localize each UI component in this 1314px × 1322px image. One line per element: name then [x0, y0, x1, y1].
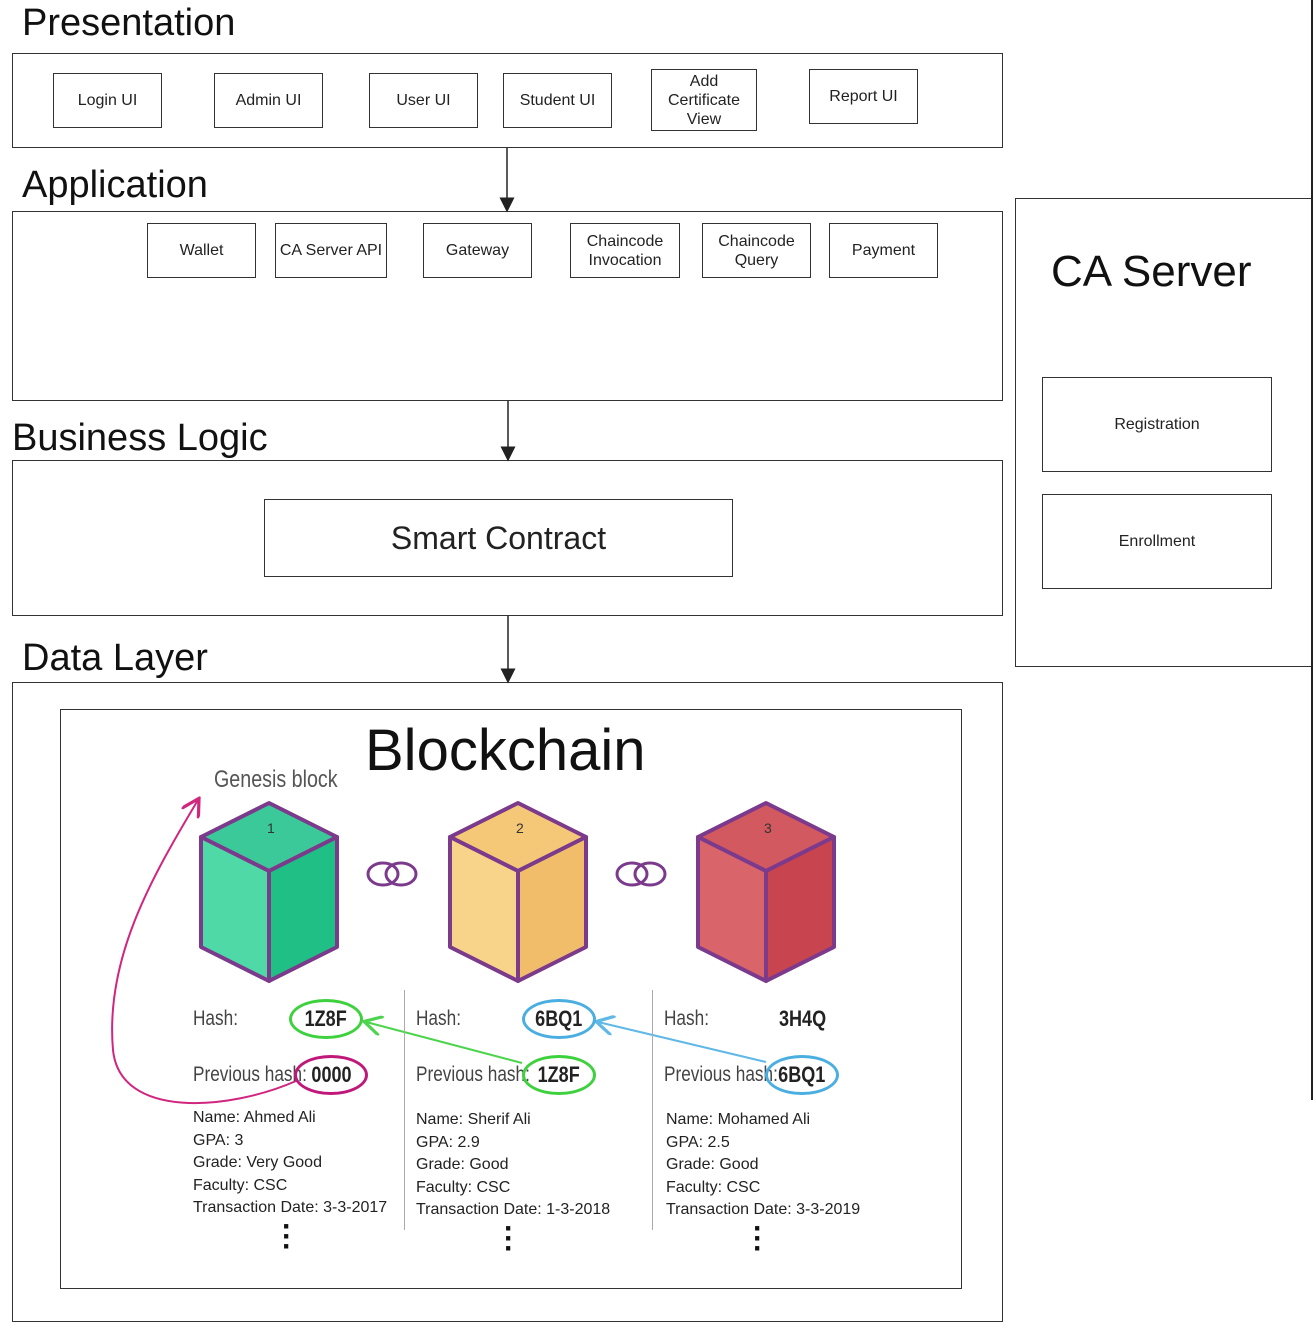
chaincode-query-box: Chaincode Query [702, 223, 811, 278]
detail-date: Transaction Date: 3-3-2019 [666, 1201, 861, 1219]
previous-hash-label: Previous hash: [416, 1063, 530, 1086]
genesis-arrow [111, 800, 297, 1105]
chain-link-icon [366, 861, 400, 887]
hash-label: Hash: [416, 1007, 461, 1030]
hash-link-arrow [598, 1022, 767, 1063]
detail-name: Name: Sherif Ali [416, 1111, 531, 1128]
ca-server-api-box: CA Server API [275, 223, 387, 278]
hash-link-arrow [366, 1022, 523, 1064]
block-2-cube [448, 801, 588, 983]
smart-contract-box: Smart Contract [264, 499, 733, 577]
detail-name: Name: Ahmed Ali [193, 1109, 316, 1126]
right-edge-line [1311, 0, 1313, 1100]
more-dots: ··· [282, 1210, 292, 1263]
wallet-box: Wallet [147, 223, 256, 278]
block-3-previous-hash: 6BQ1 [765, 1055, 839, 1095]
application-title: Application [22, 164, 208, 206]
block-3-details: Name: Mohamed Ali GPA: 2.5 Grade: Good F… [666, 1109, 860, 1222]
more-dots: ··· [504, 1212, 514, 1265]
detail-name: Name: Mohamed Ali [666, 1111, 811, 1128]
chain-link-icon [615, 861, 649, 887]
enrollment-box: Enrollment [1042, 494, 1272, 589]
block-1-details: Name: Ahmed Ali GPA: 3 Grade: Very Good … [193, 1107, 387, 1220]
detail-grade: Grade: Good [416, 1156, 509, 1174]
detail-date: Transaction Date: 1-3-2018 [416, 1201, 611, 1219]
business-logic-title: Business Logic [12, 417, 268, 459]
block-1-number: 1 [267, 820, 275, 836]
login-ui-box: Login UI [53, 73, 162, 128]
detail-grade: Grade: Very Good [193, 1154, 322, 1172]
report-ui-box: Report UI [809, 69, 918, 124]
payment-box: Payment [829, 223, 938, 278]
block-2-previous-hash: 1Z8F [522, 1055, 596, 1095]
more-dots: ··· [753, 1212, 763, 1265]
add-certificate-view-box: Add Certificate View [651, 69, 757, 131]
block-2-details: Name: Sherif Ali GPA: 2.9 Grade: Good Fa… [416, 1109, 610, 1222]
user-ui-box: User UI [369, 73, 478, 128]
block-1-previous-hash: 0000 [294, 1055, 368, 1095]
detail-faculty: Faculty: CSC [193, 1176, 288, 1194]
block-3-number: 3 [764, 820, 772, 836]
detail-faculty: Faculty: CSC [666, 1178, 761, 1196]
hash-label: Hash: [193, 1007, 238, 1030]
block-2-hash: 6BQ1 [522, 999, 596, 1039]
column-divider [652, 990, 653, 1230]
detail-faculty: Faculty: CSC [416, 1178, 511, 1196]
block-3-cube [696, 801, 836, 983]
presentation-title: Presentation [22, 2, 236, 44]
detail-gpa: GPA: 3 [193, 1131, 244, 1149]
block-3-hash: 3H4Q [779, 1006, 827, 1031]
registration-box: Registration [1042, 377, 1272, 472]
student-ui-box: Student UI [503, 73, 612, 128]
detail-grade: Grade: Good [666, 1156, 759, 1174]
column-divider [404, 990, 405, 1230]
previous-hash-label: Previous hash: [193, 1063, 307, 1086]
chaincode-invocation-box: Chaincode Invocation [570, 223, 680, 278]
ca-server-title: CA Server [1051, 247, 1252, 296]
detail-gpa: GPA: 2.9 [416, 1133, 480, 1151]
chain-link-icon [384, 861, 418, 887]
block-1-hash: 1Z8F [289, 999, 363, 1039]
data-layer-title: Data Layer [22, 637, 208, 679]
detail-date: Transaction Date: 3-3-2017 [193, 1199, 388, 1217]
genesis-block-label: Genesis block [214, 766, 338, 793]
hash-label: Hash: [664, 1007, 709, 1030]
detail-gpa: GPA: 2.5 [666, 1133, 730, 1151]
previous-hash-label: Previous hash: [664, 1063, 778, 1086]
gateway-box: Gateway [423, 223, 532, 278]
blockchain-title: Blockchain [365, 718, 646, 783]
block-2-number: 2 [516, 820, 524, 836]
chain-link-icon [633, 861, 667, 887]
admin-ui-box: Admin UI [214, 73, 323, 128]
block-1-cube [199, 801, 339, 983]
